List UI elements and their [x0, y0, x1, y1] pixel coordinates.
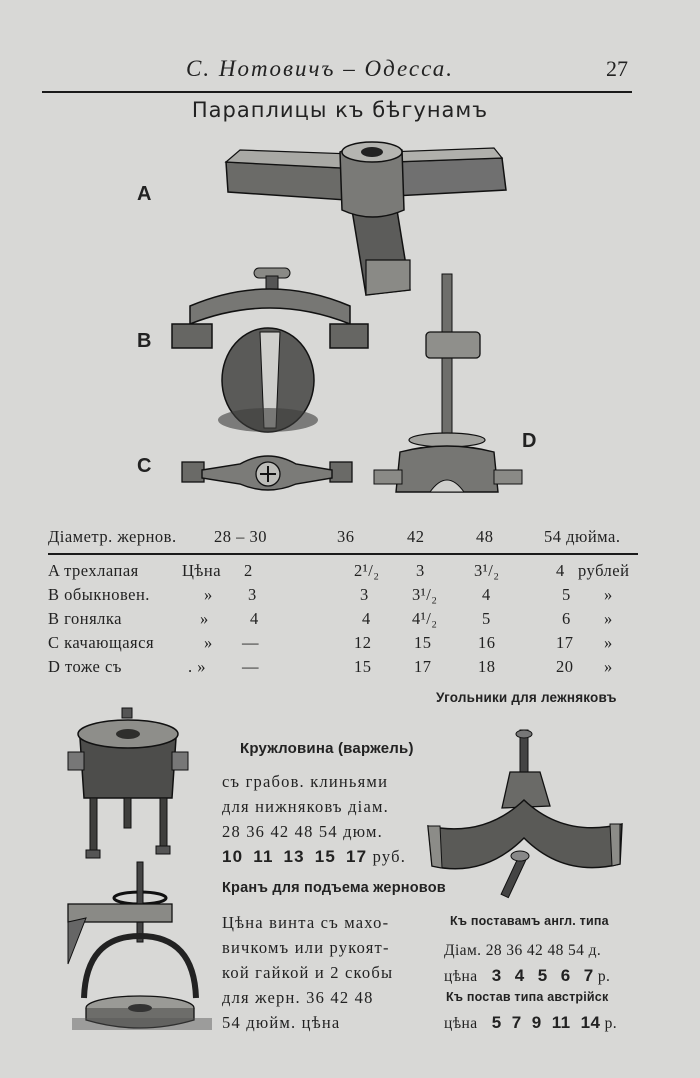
kruzhlovina-unit: руб.: [372, 847, 407, 866]
table-row: B гонялка » 4 4 4¹/₂ 5 6 »: [48, 609, 613, 628]
illustration-b-bridge: [171, 267, 369, 433]
kran-line-2: вичкомъ или рукоят-: [222, 938, 390, 957]
kruzhlovina-desc: съ грабов. клиньями для нижняковъ діам. …: [222, 769, 406, 869]
illustration-kruzhlovina: [67, 707, 189, 859]
table-header-row: Діаметр. жернов. 28 – 30 36 42 48 54 дюй…: [48, 527, 640, 553]
table-header-col-28-30: 28 – 30: [214, 527, 267, 546]
kran-title: Кранъ для подъема жерновов: [222, 880, 446, 896]
illustration-c-rocking: [181, 455, 353, 491]
page-number: 27: [606, 56, 628, 81]
kruzhlovina-line-2: для нижняковъ діам.: [222, 797, 389, 816]
kran-line-3: кой гайкой и 2 скобы: [222, 963, 394, 982]
ugolniki-angl-price-line: цѣна 3 4 5 6 7 р.: [444, 963, 610, 989]
kruzhlovina-prices: 10 11 13 15 17: [222, 847, 368, 866]
figure-label-b: B: [137, 330, 152, 352]
price-table: Діаметр. жернов. 28 – 30 36 42 48 54 дюй…: [48, 527, 640, 681]
kran-line-4: для жерн. 36 42 48: [222, 988, 374, 1007]
ugolniki-angl-price-label: цѣна: [444, 968, 478, 985]
illustration-kran: [67, 861, 212, 1030]
kruzhlovina-title: Кружловина (варжель): [240, 740, 414, 757]
kruzhlovina-price-line: 10 11 13 15 17 руб.: [222, 844, 406, 869]
table-header-col-36: 36: [337, 527, 355, 546]
table-header-col-54: 54 дюйма.: [544, 527, 621, 546]
illustration-ugolnik: [427, 729, 623, 899]
illustration-d-spindle: [373, 273, 523, 493]
kran-line-5: 54 дюйм. цѣна: [222, 1013, 341, 1032]
figure-label-c: C: [137, 455, 152, 477]
ugolniki-angl-heading: Къ поставамъ англ. типа: [450, 914, 609, 928]
ugolniki-angl-unit: р.: [597, 968, 611, 985]
section-title: Параплицы къ бѣгунамъ: [191, 98, 489, 122]
ugolniki-angl-prices: 3 4 5 6 7: [491, 966, 594, 985]
kruzhlovina-line-3: 28 36 42 48 54 дюм.: [222, 822, 383, 841]
ugolniki-angl-diam: Діам. 28 36 42 48 54 д.: [444, 942, 602, 959]
kruzhlovina-line-1: съ грабов. клиньями: [222, 772, 389, 791]
figure-label-a: A: [137, 183, 152, 205]
table-header-col-42: 42: [407, 527, 425, 546]
ugolniki-austr-price-line: цѣна 5 7 9 11 14 р.: [444, 1010, 617, 1036]
figure-label-d: D: [522, 430, 537, 452]
header-rule: [42, 91, 632, 93]
kran-desc: Цѣна винта съ махо- вичкомъ или рукоят- …: [222, 910, 393, 1035]
illustration-a-three-leg: [224, 141, 507, 296]
table-row: C качающаяся » — 12 15 16 17 »: [48, 633, 613, 652]
table-row: D тоже съ . » — 15 17 18 20 »: [48, 657, 613, 676]
ugolniki-title: Угольники для лежняковъ: [436, 690, 617, 705]
table-row: B обыкновен. » 3 3 3¹/₂ 4 5 »: [48, 585, 613, 604]
ugolniki-austr-unit: р.: [604, 1015, 618, 1032]
ugolniki-austr-heading: Къ постав типа австрійск: [446, 990, 609, 1004]
kran-line-1: Цѣна винта съ махо-: [222, 913, 390, 932]
table-header-label: Діаметр. жернов.: [48, 527, 177, 546]
running-header: С. Нотовичъ – Одесса.: [186, 56, 454, 81]
ugolniki-austr-prices: 5 7 9 11 14: [491, 1013, 601, 1032]
table-row: A трехлапая Цѣна 2 2¹/₂ 3 3¹/₂ 4 рублей: [48, 561, 630, 580]
table-header-rule: [48, 553, 638, 555]
ugolniki-austr-price-label: цѣна: [444, 1015, 478, 1032]
table-header-col-48: 48: [476, 527, 494, 546]
